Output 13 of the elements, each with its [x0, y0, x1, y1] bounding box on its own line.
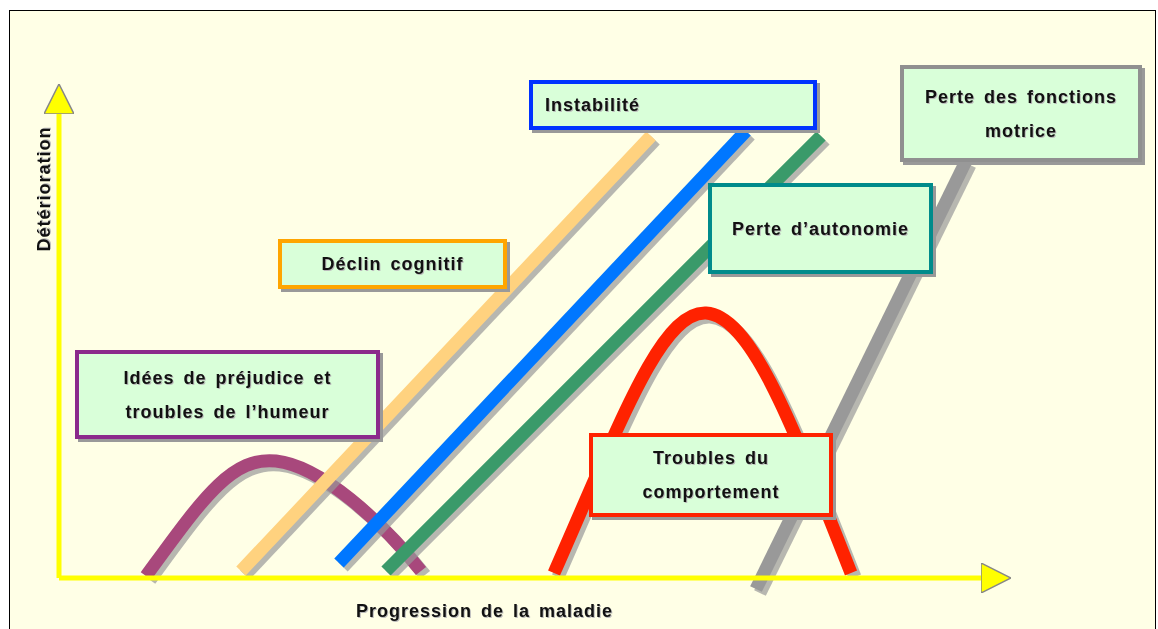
label-box [278, 239, 507, 289]
label-box [589, 433, 833, 517]
box-label: Perte des fonctions motrice [923, 85, 1118, 143]
label-box [75, 350, 380, 439]
box-label: Déclin cognitif [321, 253, 464, 276]
box-label: Instabilité [545, 94, 640, 117]
label-box [900, 65, 1142, 162]
label-box [708, 183, 933, 274]
box-label: Idées de préjudice et troubles de l’humeur [122, 366, 333, 424]
box-label: Perte d’autonomie [732, 217, 909, 241]
label-box [529, 80, 817, 130]
box-label: Troubles du comportement [641, 447, 781, 504]
x-axis-label: Progression de la maladie [356, 601, 614, 622]
